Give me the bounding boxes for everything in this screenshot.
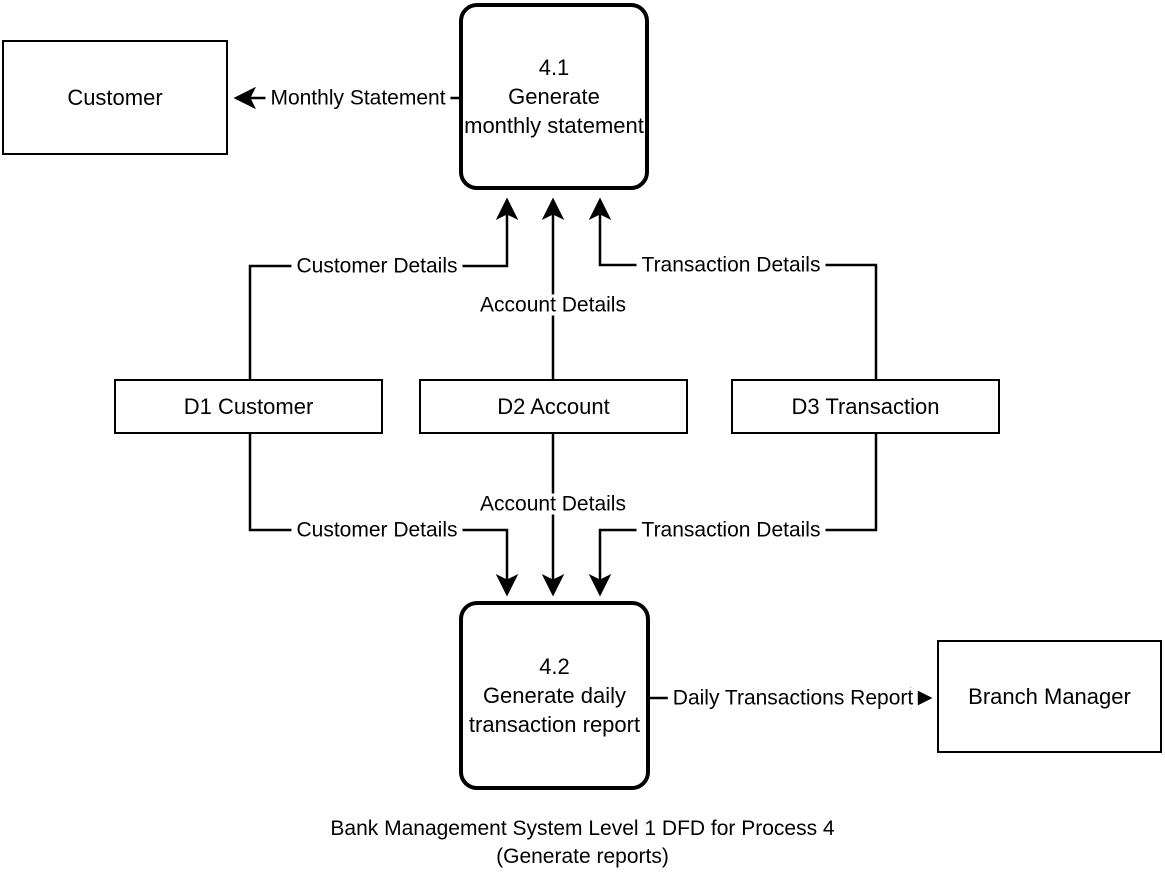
flow-label-daily-transactions-report: Daily Transactions Report [667, 687, 919, 709]
process-4-2-number: 4.2 [539, 653, 570, 679]
flow-transaction-details-up-line [588, 197, 878, 379]
data-store-d3-transaction[interactable]: D3 Transaction [731, 379, 1000, 434]
data-store-d2-account[interactable]: D2 Account [419, 379, 688, 434]
data-store-d3-label: D3 Transaction [791, 393, 940, 419]
process-4-1[interactable]: 4.1 Generate monthly statement [459, 3, 649, 190]
data-store-d1-label: D1 Customer [183, 393, 314, 419]
flow-customer-details-up-line [248, 197, 519, 379]
process-4-1-line1: Generate [508, 83, 600, 109]
process-4-2-line1: Generate daily [482, 682, 627, 708]
flow-label-transaction-details-down: Transaction Details [636, 519, 826, 541]
process-4-2[interactable]: 4.2 Generate daily transaction report [459, 601, 650, 790]
flow-label-transaction-details-up: Transaction Details [636, 254, 826, 276]
flow-label-account-details-up: Account Details [475, 294, 631, 316]
external-entity-branch-manager-label: Branch Manager [968, 683, 1131, 709]
flow-label-monthly-statement: Monthly Statement [265, 87, 451, 109]
data-store-d1-customer[interactable]: D1 Customer [114, 379, 383, 434]
flow-label-customer-details-up: Customer Details [291, 255, 463, 277]
process-4-2-line2: transaction report [468, 712, 641, 738]
flow-customer-details-down-line [248, 434, 519, 597]
process-4-1-text: 4.1 Generate monthly statement [464, 53, 644, 141]
flow-label-customer-details-down: Customer Details [291, 519, 463, 541]
diagram-caption-line-1: Bank Management System Level 1 DFD for P… [330, 817, 835, 840]
process-4-1-number: 4.1 [538, 54, 570, 80]
diagram-caption-line-2: (Generate reports) [496, 845, 669, 869]
external-entity-branch-manager[interactable]: Branch Manager [937, 640, 1162, 753]
flow-transaction-details-down-line [588, 434, 878, 597]
external-entity-customer-label: Customer [67, 84, 163, 110]
flow-label-account-details-down: Account Details [475, 493, 631, 515]
data-store-d2-label: D2 Account [497, 393, 610, 419]
external-entity-customer[interactable]: Customer [2, 40, 228, 155]
process-4-1-line2: monthly statement [464, 113, 644, 139]
process-4-2-text: 4.2 Generate daily transaction report [469, 652, 640, 740]
diagram-caption: Bank Management System Level 1 DFD for P… [0, 815, 1165, 872]
